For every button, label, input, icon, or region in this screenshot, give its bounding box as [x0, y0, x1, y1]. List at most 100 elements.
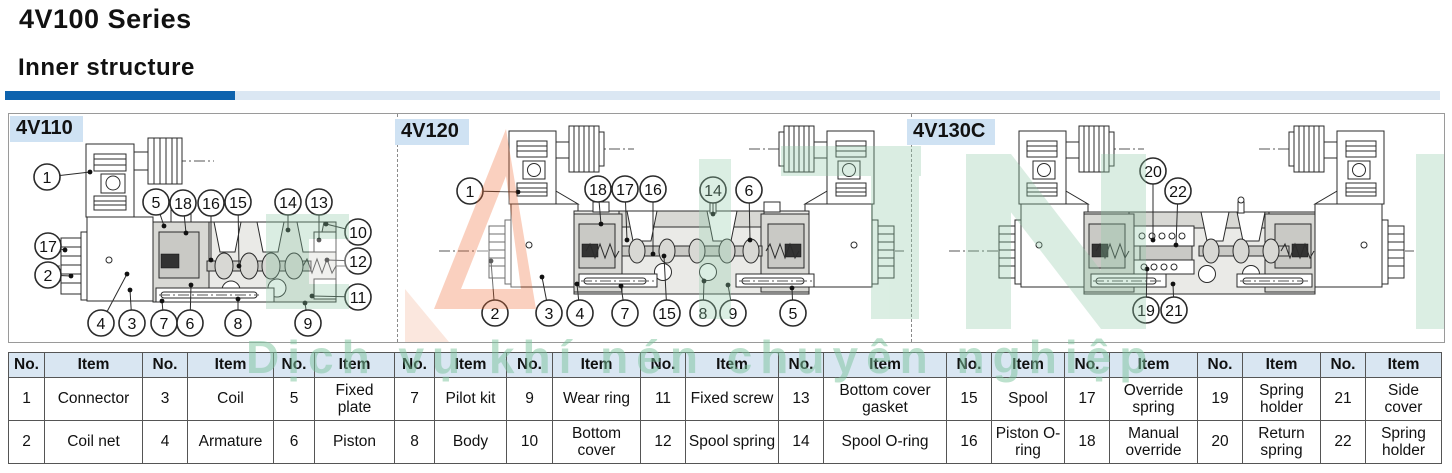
- col-header-item: Item: [1109, 352, 1198, 378]
- callout-17: [611, 175, 639, 203]
- callout-9: 9: [729, 306, 738, 323]
- part-no-cell: 4: [142, 420, 188, 464]
- col-header-no: No.: [506, 352, 553, 378]
- callout-5: 5: [152, 195, 161, 212]
- callout-22: [1173, 242, 1179, 248]
- callout-9: [725, 282, 731, 288]
- part-no-cell: 15: [946, 377, 992, 421]
- col-header-no: No.: [946, 352, 992, 378]
- callout-16: 16: [644, 182, 662, 199]
- part-item-cell: Return spring: [1242, 420, 1321, 464]
- callout-8: [235, 296, 241, 302]
- part-item-cell: Connector: [44, 377, 143, 421]
- callout-15: [236, 263, 242, 269]
- part-no-cell: 19: [1197, 377, 1243, 421]
- callout-2: 2: [44, 268, 53, 285]
- callout-14: 14: [279, 195, 297, 212]
- callout-3: 3: [545, 306, 554, 323]
- callout-2: [488, 258, 494, 264]
- col-header-item: Item: [823, 352, 947, 378]
- callout-6: 6: [745, 183, 754, 200]
- callout-5: [161, 223, 167, 229]
- callout-4: [574, 281, 580, 287]
- col-header-no: No.: [394, 352, 435, 378]
- callout-15: 15: [658, 306, 676, 323]
- callout-7: [611, 299, 639, 327]
- callout-16: 16: [202, 196, 220, 213]
- valve-diagram-4v130c: [949, 125, 1414, 295]
- callout-14: [710, 211, 716, 217]
- callout-1: [87, 169, 93, 175]
- callout-17: 17: [39, 239, 57, 256]
- callout-19: 19: [1137, 303, 1155, 320]
- panel-label-4v130c: 4V130C: [907, 119, 996, 145]
- callout-2: [34, 261, 62, 289]
- col-header-no: No.: [1197, 352, 1243, 378]
- callout-3: [539, 274, 545, 280]
- callout-7: [159, 298, 165, 304]
- callout-8: [701, 278, 707, 284]
- col-header-item: Item: [991, 352, 1065, 378]
- callout-15: [653, 299, 681, 327]
- part-item-cell: Fixed screw: [685, 377, 779, 421]
- callout-2: 2: [491, 306, 500, 323]
- part-item-cell: Body: [434, 420, 507, 464]
- callout-22: 22: [1169, 184, 1187, 201]
- part-no-cell: 16: [946, 420, 992, 464]
- col-header-item: Item: [1365, 352, 1442, 378]
- callout-9: [294, 309, 322, 337]
- col-header-item: Item: [44, 352, 143, 378]
- callout-5: [789, 285, 795, 291]
- callout-18: [584, 175, 612, 203]
- callout-6: [176, 309, 204, 337]
- part-no-cell: 11: [640, 377, 686, 421]
- callout-18: 18: [589, 182, 607, 199]
- col-header-no: No.: [1320, 352, 1366, 378]
- callout-7: 7: [160, 316, 169, 333]
- callout-6: [747, 237, 753, 243]
- accent-bar-dark: [5, 91, 235, 100]
- col-header-no: No.: [273, 352, 315, 378]
- callout-4: 4: [576, 306, 585, 323]
- callout-7: [618, 283, 624, 289]
- callout-3: 3: [128, 316, 137, 333]
- callout-1: [515, 189, 521, 195]
- callout-21: 21: [1165, 303, 1183, 320]
- col-header-no: No.: [640, 352, 686, 378]
- callout-1: 1: [466, 184, 475, 201]
- part-item-cell: Coil net: [44, 420, 143, 464]
- callout-13: [316, 237, 322, 243]
- callout-6: [735, 176, 763, 204]
- part-no-cell: 13: [778, 377, 824, 421]
- callout-17: [62, 247, 68, 253]
- callout-11: 11: [350, 290, 367, 307]
- part-item-cell: Manual override: [1109, 420, 1198, 464]
- part-item-cell: Pilot kit: [434, 377, 507, 421]
- callout-14: [285, 227, 291, 233]
- callout-9: [719, 299, 747, 327]
- callout-4: [566, 299, 594, 327]
- callout-3: [127, 287, 133, 293]
- part-no-cell: 12: [640, 420, 686, 464]
- callout-18: 18: [174, 196, 192, 213]
- part-no-cell: 6: [273, 420, 315, 464]
- part-no-cell: 10: [506, 420, 553, 464]
- callout-10: [323, 221, 329, 227]
- part-item-cell: Piston O-ring: [991, 420, 1065, 464]
- callout-5: [779, 299, 807, 327]
- callout-20: [1139, 157, 1167, 185]
- callout-16: [197, 189, 225, 217]
- panel-label-4v120: 4V120: [395, 119, 469, 145]
- callout-17: [34, 232, 62, 260]
- col-header-item: Item: [187, 352, 274, 378]
- callout-5: [142, 188, 170, 216]
- callout-21: [1160, 296, 1188, 324]
- part-no-cell: 2: [8, 420, 45, 464]
- col-header-item: Item: [1242, 352, 1321, 378]
- callout-10: 10: [349, 225, 367, 242]
- callout-18: [598, 221, 604, 227]
